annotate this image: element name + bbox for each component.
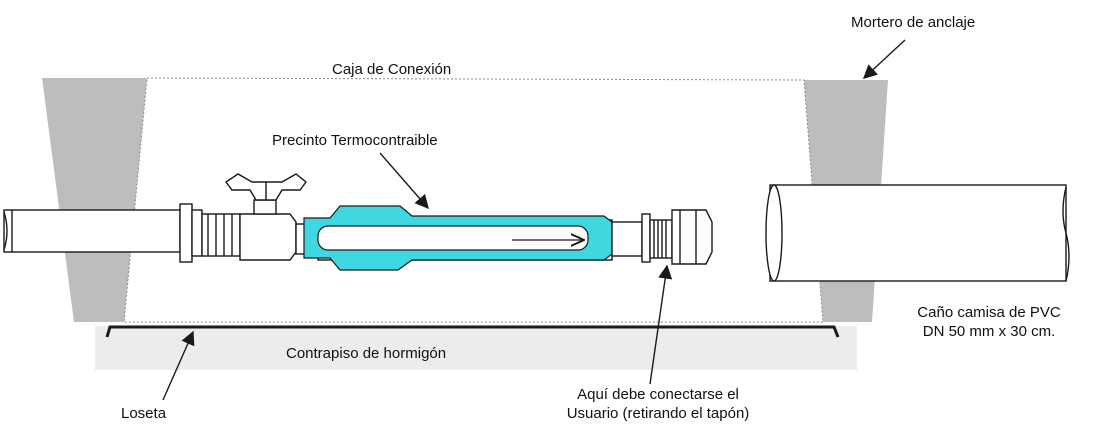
label-user-connection: Aquí debe conectarse el Usuario (retiran… xyxy=(553,385,763,423)
ball-valve xyxy=(224,173,307,261)
slab-bracket xyxy=(105,325,840,338)
concrete-subfloor xyxy=(95,326,857,370)
label-sleeve-pipe: Caño camisa de PVC DN 50 mm x 30 cm. xyxy=(894,303,1084,341)
junction-box-outline xyxy=(123,77,824,323)
inner-pipe xyxy=(317,225,589,251)
leader-slab xyxy=(162,330,195,401)
inlet-pipe xyxy=(3,209,181,253)
label-heat-shrink-seal: Precinto Termocontraible xyxy=(272,132,438,149)
label-user-connection-line1: Aquí debe conectarse el xyxy=(577,386,739,403)
label-sleeve-pipe-line1: Caño camisa de PVC xyxy=(917,304,1061,321)
label-junction-box: Caja de Conexión xyxy=(332,61,452,78)
label-concrete-subfloor: Contrapiso de hormigón xyxy=(286,345,447,362)
anchor-mortar-left xyxy=(42,78,147,322)
leader-user-connection xyxy=(649,264,673,385)
label-user-connection-line2: Usuario (retirando el tapón) xyxy=(566,405,750,422)
user-fitting xyxy=(611,209,713,265)
label-slab: Loseta xyxy=(121,405,167,422)
leader-heat-shrink xyxy=(379,152,429,210)
leader-anchor-mortar xyxy=(862,39,906,79)
pvc-sleeve-pipe xyxy=(765,184,1070,282)
label-anchor-mortar: Mortero de anclaje xyxy=(851,14,976,31)
pipe-union xyxy=(179,203,241,263)
label-sleeve-pipe-line2: DN 50 mm x 30 cm. xyxy=(922,323,1056,340)
